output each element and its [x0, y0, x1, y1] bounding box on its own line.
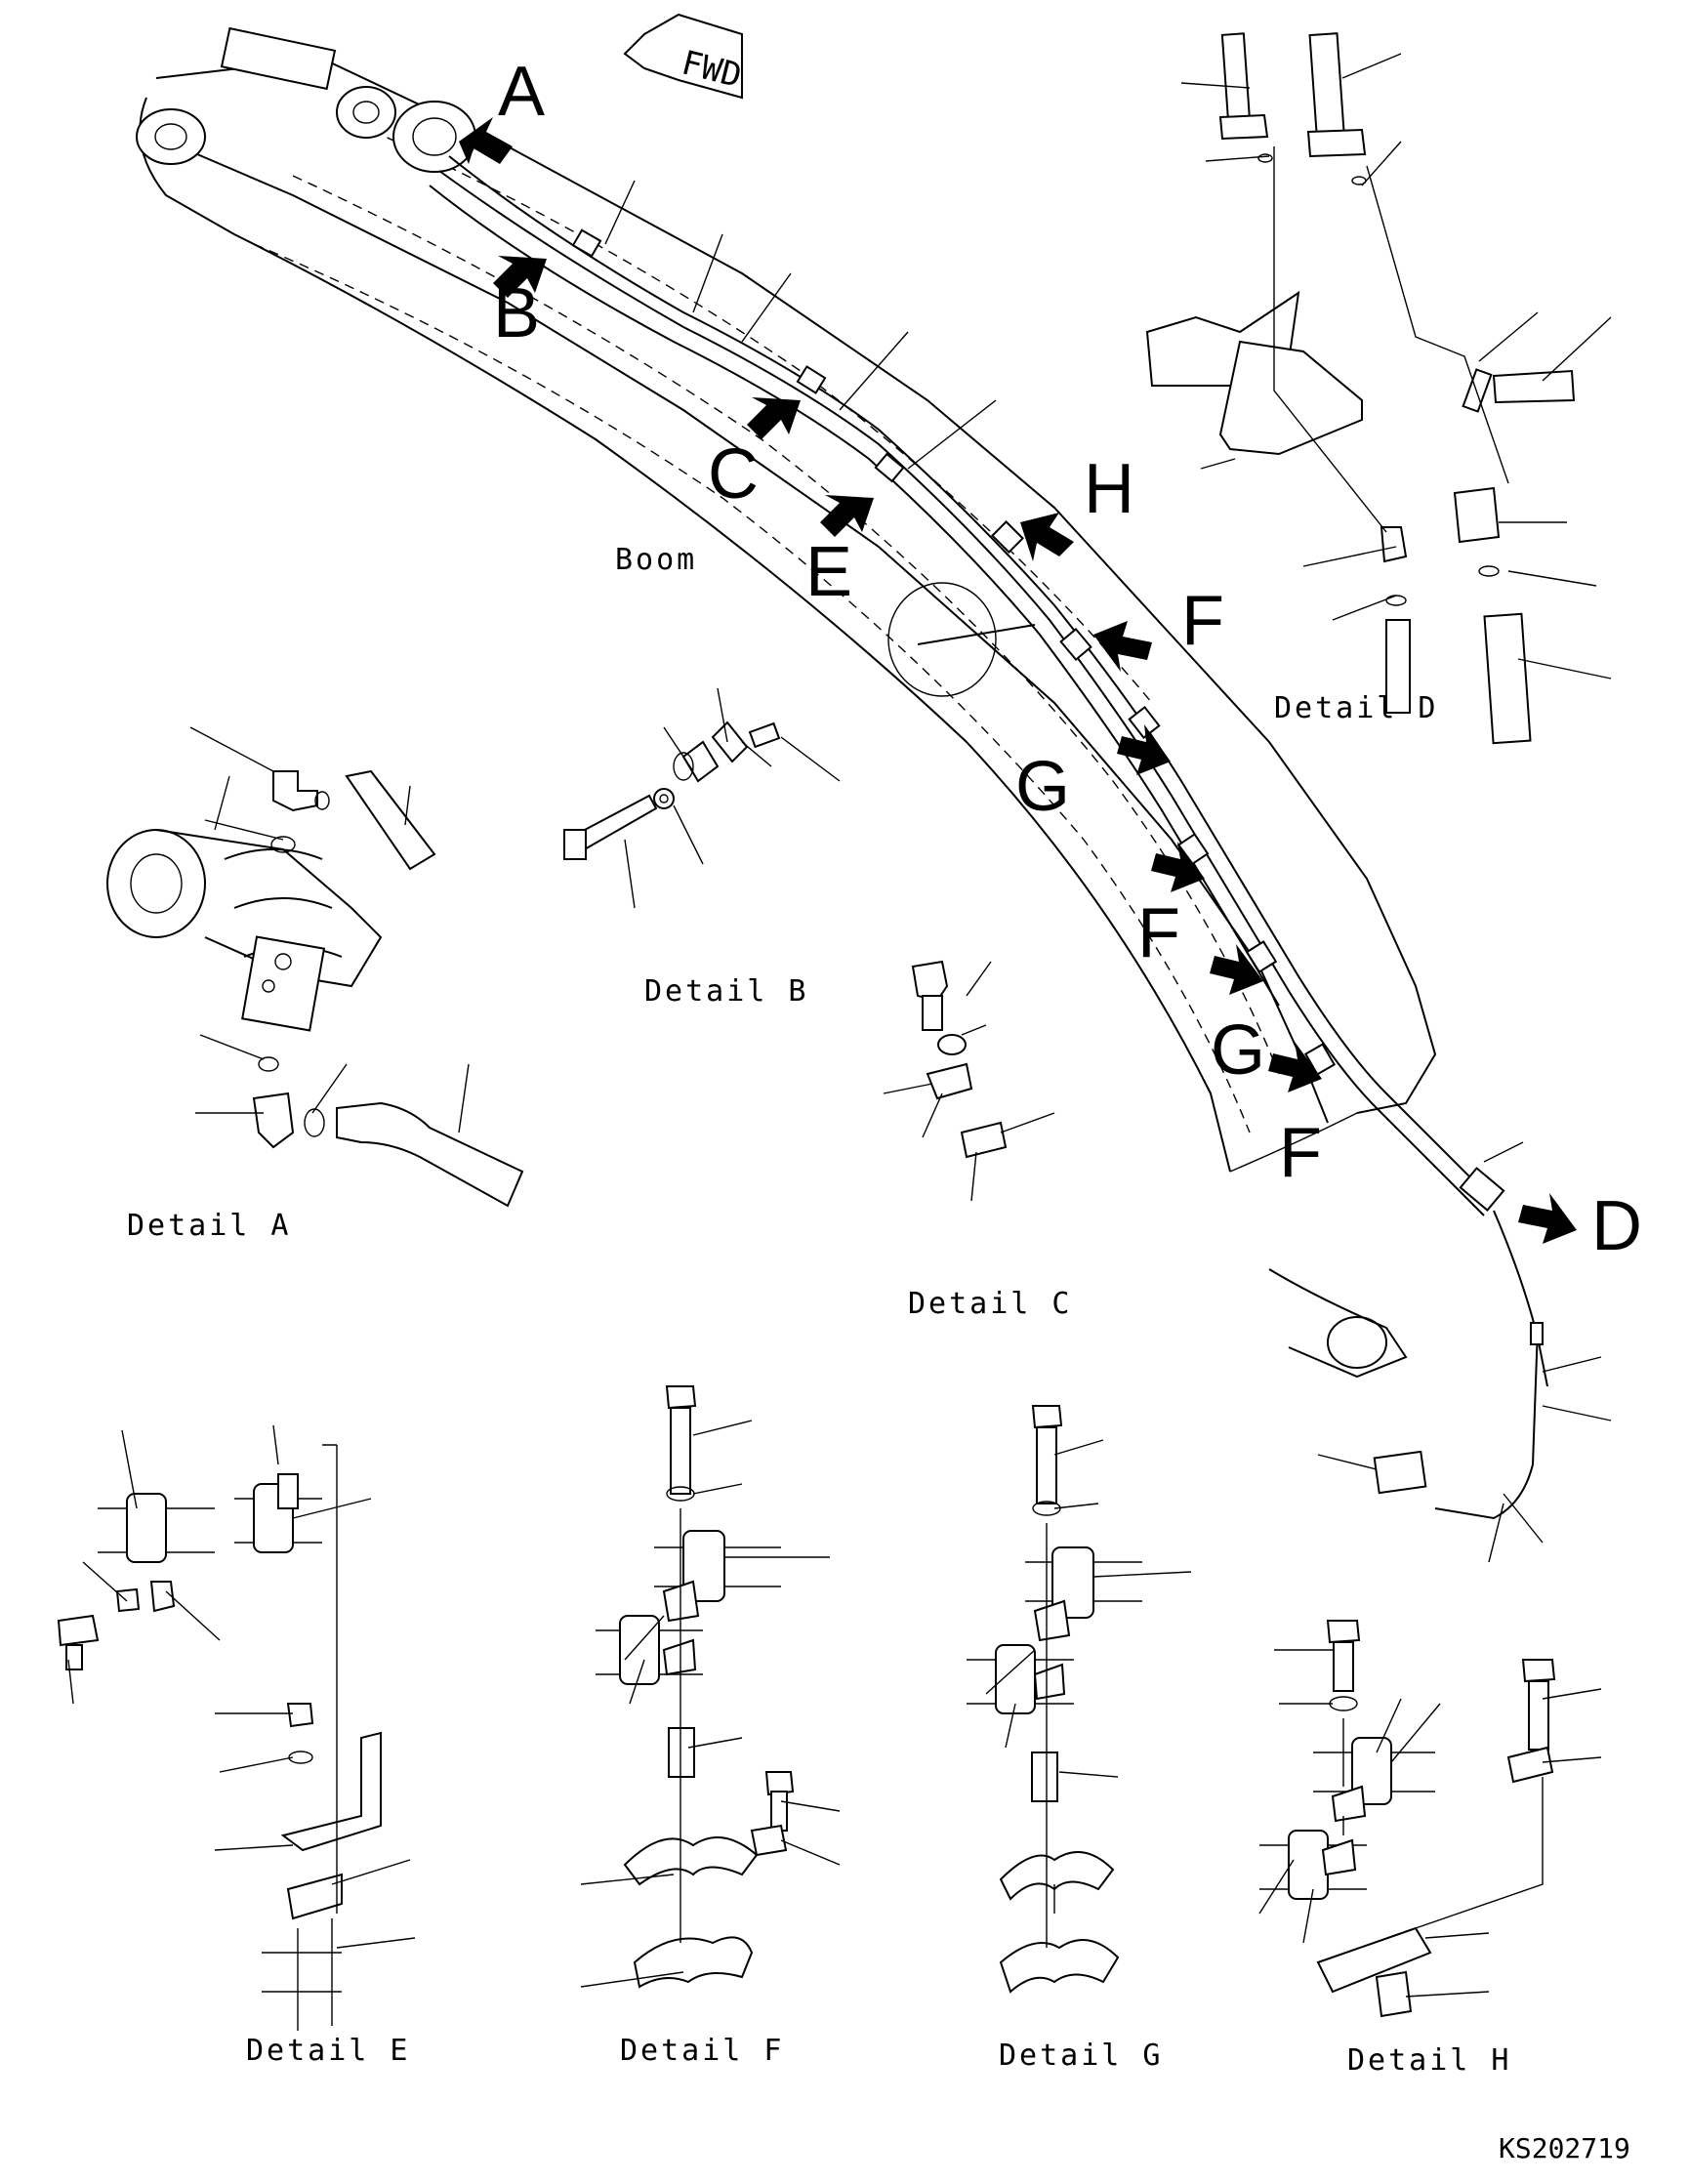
arrow-f3	[1268, 1042, 1322, 1092]
boom-assembly	[136, 26, 1612, 1563]
callout-f1: F	[1181, 582, 1224, 660]
callout-g2: G	[1211, 1011, 1265, 1090]
arrow-f1	[1093, 621, 1152, 672]
callout-f3: F	[1279, 1114, 1322, 1192]
detail-a: Detail A	[106, 726, 524, 1243]
callout-arrows	[459, 117, 1577, 1244]
detail-f: Detail F	[580, 1385, 841, 2068]
boom-label: Boom	[615, 543, 697, 577]
detail-h: Detail H	[1258, 1620, 1602, 2078]
detail-c-caption: Detail C	[908, 1287, 1073, 1321]
callout-g1: G	[1015, 748, 1070, 826]
callout-e: E	[805, 533, 852, 611]
callout-c: C	[708, 435, 759, 514]
detail-g: Detail G	[967, 1405, 1192, 2073]
detail-c: Detail C	[883, 960, 1073, 1321]
arrow-d	[1518, 1193, 1577, 1244]
arrow-b	[493, 256, 547, 298]
arrow-c	[747, 397, 801, 439]
detail-e-caption: Detail E	[246, 2034, 411, 2068]
detail-d-caption: Detail D	[1274, 691, 1439, 725]
detail-f-caption: Detail F	[620, 2034, 785, 2068]
forward-direction-tag: FWD	[623, 13, 745, 100]
arrow-a	[459, 117, 513, 164]
detail-b-caption: Detail B	[644, 974, 809, 1009]
callout-d: D	[1591, 1187, 1642, 1265]
arrow-g2	[1210, 944, 1263, 995]
arrow-e	[820, 495, 874, 537]
fwd-label: FWD	[678, 43, 745, 96]
arrow-g1	[1117, 724, 1171, 775]
callout-h: H	[1084, 450, 1134, 528]
detail-h-caption: Detail H	[1347, 2043, 1512, 2078]
callout-letters: A B C E H F G F G F D	[493, 53, 1642, 1265]
detail-b: Detail B	[563, 687, 841, 1009]
callout-b: B	[493, 274, 540, 352]
detail-e: Detail E	[57, 1424, 416, 2068]
detail-a-caption: Detail A	[127, 1209, 292, 1243]
arrow-f2	[1151, 842, 1205, 892]
callout-a: A	[498, 53, 545, 131]
drawing-id: KS202719	[1499, 2132, 1630, 2164]
callout-f2: F	[1137, 894, 1180, 972]
arrow-h	[1020, 513, 1074, 561]
detail-d: Detail D	[1145, 32, 1612, 745]
detail-g-caption: Detail G	[999, 2039, 1164, 2073]
